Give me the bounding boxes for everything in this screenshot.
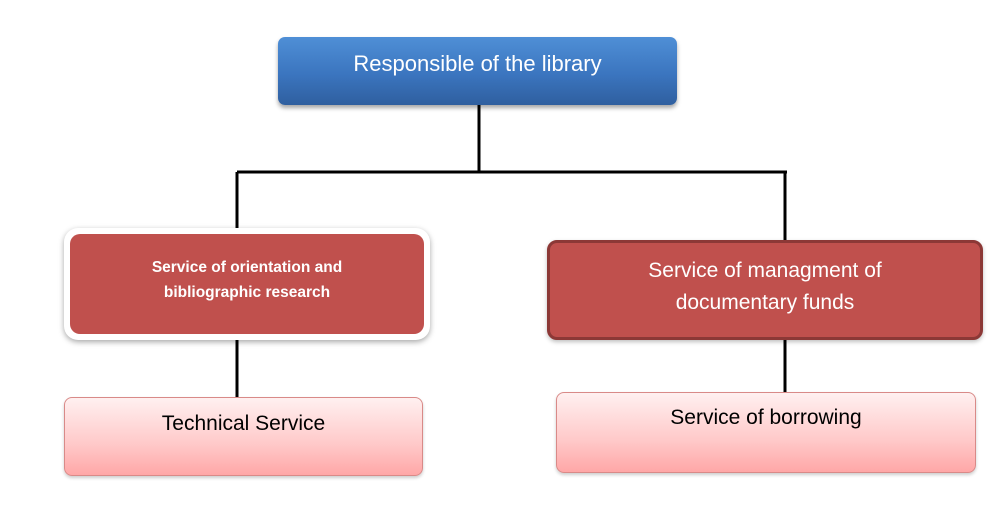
- node-documentary-funds: Service of managment of documentary fund…: [547, 240, 983, 340]
- node-documentary-line1: Service of managment of: [648, 259, 882, 282]
- node-documentary-line2: documentary funds: [675, 291, 855, 314]
- node-orientation-line2: bibliographic research: [163, 284, 331, 301]
- root-node-responsible: Responsible of the library: [278, 37, 677, 105]
- node-service-borrowing: Service of borrowing: [556, 392, 976, 473]
- node-technical-service-label: Technical Service: [161, 411, 326, 435]
- node-service-borrowing-label: Service of borrowing: [670, 405, 862, 429]
- node-technical-service: Technical Service: [64, 397, 423, 476]
- node-orientation-research: Service of orientation and bibliographic…: [64, 228, 430, 340]
- root-node-label: Responsible of the library: [353, 51, 602, 76]
- node-orientation-line1: Service of orientation and: [151, 259, 343, 276]
- node-orientation-research-body: Service of orientation and bibliographic…: [70, 234, 424, 334]
